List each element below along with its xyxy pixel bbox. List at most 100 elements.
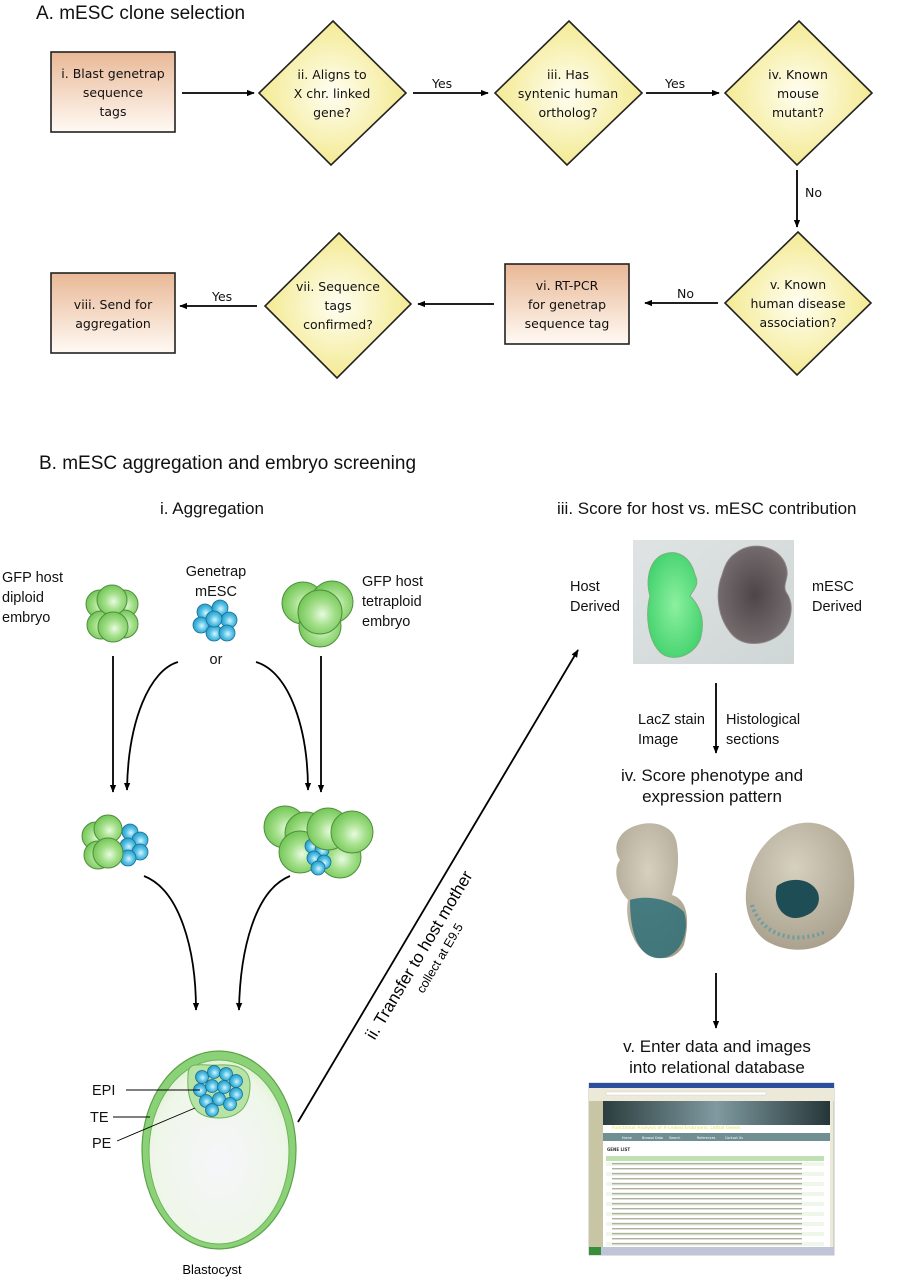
db-table-row-text <box>612 1188 802 1190</box>
node-ii-line-1: ii. Aligns to <box>297 67 366 82</box>
node-iv-line-2: mouse <box>777 86 819 101</box>
database-title-1: v. Enter data and images <box>623 1037 811 1056</box>
edge-iii-to-iv-label: Yes <box>664 76 685 91</box>
node-iv-known-mouse-mutant: iv. Known mouse mutant? <box>723 19 874 167</box>
score-contribution-title: iii. Score for host vs. mESC contributio… <box>557 499 857 518</box>
edge-v-to-vi-label: No <box>677 286 694 301</box>
lacz-embryo-left <box>616 823 688 959</box>
node-vii-tags-confirmed: vii. Sequence tags confirmed? <box>263 231 413 380</box>
db-table-row-text <box>612 1173 802 1175</box>
mesc-label-1: Genetrap <box>186 564 246 580</box>
tetraploid-label-3: embryo <box>362 614 410 630</box>
aggregation-title: i. Aggregation <box>160 499 264 518</box>
or-label: or <box>210 652 223 668</box>
node-iii-syntenic-ortholog: iii. Has syntenic human ortholog? <box>493 19 644 167</box>
node-vi-line-2: for genetrap <box>528 297 606 312</box>
node-vii-line-3: confirmed? <box>303 317 373 332</box>
epi-label: EPI <box>92 1083 115 1099</box>
node-i-line-3: tags <box>99 104 126 119</box>
gfp-embryo-photo <box>633 540 794 664</box>
blastocyst-label: Blastocyst <box>182 1262 242 1277</box>
node-vi-rt-pcr: vi. RT-PCR for genetrap sequence tag <box>504 263 630 345</box>
host-derived-label-1: Host <box>570 579 600 595</box>
db-table-row-text <box>612 1238 802 1240</box>
blastocyst <box>113 1050 297 1250</box>
db-table-row-text <box>612 1163 802 1165</box>
node-i-line-1: i. Blast genetrap <box>61 66 164 81</box>
node-vi-line-1: vi. RT-PCR <box>536 278 599 293</box>
arrow-tetraploid-to-blastocyst <box>235 875 291 1011</box>
node-viii-line-1: viii. Send for <box>74 297 153 312</box>
mesc-label-2: mESC <box>195 584 237 600</box>
node-viii-line-2: aggregation <box>75 316 151 331</box>
node-iii-line-2: syntenic human <box>518 86 618 101</box>
db-nav-contact: Contact Us <box>725 1136 743 1140</box>
te-label: TE <box>90 1110 109 1126</box>
db-table-row-text <box>612 1178 802 1180</box>
db-table-row-text <box>612 1213 802 1215</box>
host-derived-label-2: Derived <box>570 599 620 615</box>
diploid-aggregate <box>81 814 149 870</box>
db-table-row-text <box>612 1218 802 1220</box>
mesc-derived-label-1: mESC <box>812 579 854 595</box>
diploid-label-2: diploid <box>2 590 44 606</box>
db-table-row-text <box>612 1223 802 1225</box>
db-table-row-text <box>612 1203 802 1205</box>
tetraploid-label-1: GFP host <box>362 574 423 590</box>
diploid-label-1: GFP host <box>2 570 63 586</box>
mesc-cluster-cells <box>192 599 238 642</box>
database-screenshot: Functional Analysis of X-Linked Embryoni… <box>588 1082 835 1256</box>
phenotype-title-2: expression pattern <box>642 787 782 806</box>
node-vii-line-1: vii. Sequence <box>296 279 380 294</box>
node-iv-line-1: iv. Known <box>768 67 828 82</box>
node-ii-aligns-x-chr: ii. Aligns to X chr. linked gene? <box>257 19 408 167</box>
db-site-title: Functional Analysis of X-Linked Embryoni… <box>612 1125 741 1131</box>
histology-label-2: sections <box>726 732 779 748</box>
edge-ii-to-iii-label: Yes <box>431 76 452 91</box>
node-ii-line-2: X chr. linked <box>294 86 371 101</box>
node-vii-line-2: tags <box>324 298 351 313</box>
db-table-row-text <box>612 1183 802 1185</box>
histology-label-1: Histological <box>726 712 800 728</box>
edge-iv-to-v-label: No <box>805 185 822 200</box>
db-table-row-text <box>612 1208 802 1210</box>
node-v-known-human-disease: v. Known human disease association? <box>723 230 873 377</box>
db-table-row-text <box>612 1228 802 1230</box>
db-table-rows <box>606 1162 824 1246</box>
db-table-row-text <box>612 1233 802 1235</box>
db-table-row-text <box>612 1198 802 1200</box>
arrow-transfer-to-host <box>297 649 579 1123</box>
node-iii-line-1: iii. Has <box>547 67 589 82</box>
node-v-line-3: association? <box>760 315 837 330</box>
panel-a-title: A. mESC clone selection <box>36 3 245 24</box>
mesc-derived-label-2: Derived <box>812 599 862 615</box>
node-iii-line-3: ortholog? <box>539 105 598 120</box>
db-table-row-text <box>612 1193 802 1195</box>
node-vi-line-3: sequence tag <box>525 316 610 331</box>
arrow-mesc-to-diploid <box>123 661 179 791</box>
edge-vii-to-viii-label: Yes <box>211 289 232 304</box>
node-i-line-2: sequence <box>83 85 144 100</box>
diploid-label-3: embryo <box>2 610 50 626</box>
db-section-title: GENE LIST <box>607 1147 630 1152</box>
db-nav-home: Home <box>622 1136 632 1140</box>
arrow-mesc-to-tetraploid <box>255 661 312 791</box>
node-v-line-1: v. Known <box>770 277 826 292</box>
tetraploid-label-2: tetraploid <box>362 594 422 610</box>
db-nav: Home Browse Data Search References Conta… <box>622 1136 743 1140</box>
tetraploid-embryo-cells <box>281 580 354 648</box>
database-title-2: into relational database <box>629 1058 805 1077</box>
db-table-row-text <box>612 1168 802 1170</box>
node-iv-line-3: mutant? <box>772 105 824 120</box>
db-nav-references: References <box>697 1136 716 1140</box>
phenotype-title-1: iv. Score phenotype and <box>621 766 803 785</box>
lacz-embryo-right <box>745 822 855 950</box>
node-i-blast-genetrap: i. Blast genetrap sequence tags <box>50 51 176 133</box>
db-table-row-text <box>612 1243 802 1245</box>
node-ii-line-3: gene? <box>313 105 351 120</box>
db-nav-browse: Browse Data <box>642 1136 663 1140</box>
lacz-label-1: LacZ stain <box>638 712 705 728</box>
panel-b-title: B. mESC aggregation and embryo screening <box>39 453 416 474</box>
db-nav-search: Search <box>669 1136 680 1140</box>
node-v-line-2: human disease <box>750 296 845 311</box>
